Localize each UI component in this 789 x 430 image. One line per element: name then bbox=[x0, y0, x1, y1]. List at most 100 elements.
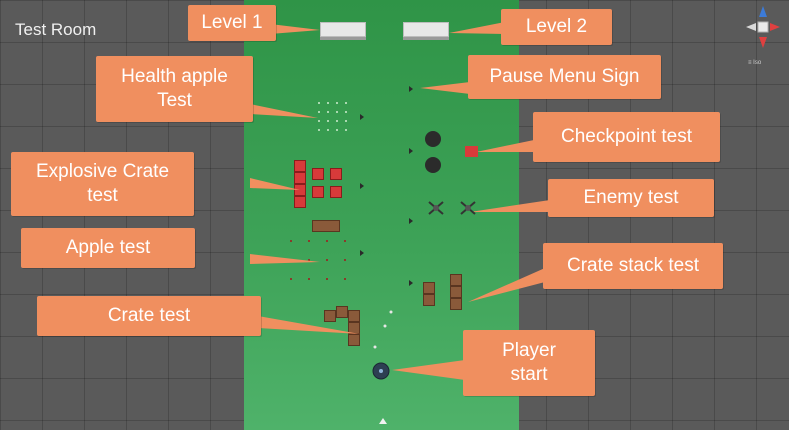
apple bbox=[326, 278, 328, 280]
callout-level-2: Level 2 bbox=[501, 9, 612, 45]
marker-dot bbox=[383, 324, 387, 328]
crate bbox=[324, 310, 336, 322]
callout-apple: Apple test bbox=[21, 228, 195, 268]
sign-marker bbox=[360, 250, 364, 256]
apple bbox=[344, 278, 346, 280]
checkpoint-dark-lower bbox=[425, 157, 441, 173]
crate bbox=[450, 274, 462, 286]
health-apple bbox=[318, 129, 320, 131]
apple bbox=[308, 259, 310, 261]
callout-crate-stack: Crate stack test bbox=[543, 243, 723, 289]
leader-crate bbox=[258, 316, 360, 334]
sign-marker bbox=[409, 280, 413, 286]
callout-explosive-crate: Explosive Crate test bbox=[11, 152, 194, 216]
callout-health-apple: Health apple Test bbox=[96, 56, 253, 122]
leader-explosive-crate bbox=[250, 178, 300, 190]
health-apple bbox=[318, 111, 320, 113]
gizmo-axes bbox=[746, 6, 780, 48]
explosive-crate bbox=[312, 168, 324, 180]
crate bbox=[336, 306, 348, 318]
callout-player-start: Player start bbox=[463, 330, 595, 396]
crate bbox=[450, 286, 462, 298]
callout-crate: Crate test bbox=[37, 296, 261, 336]
apple bbox=[308, 278, 310, 280]
health-apple bbox=[336, 120, 338, 122]
health-apple bbox=[336, 102, 338, 104]
crate bbox=[423, 282, 435, 294]
scene-title: Test Room bbox=[15, 20, 97, 39]
marker-dot bbox=[389, 310, 393, 314]
health-apple bbox=[327, 111, 329, 113]
bottom-marker bbox=[379, 418, 387, 424]
view-orientation-gizmo-icon[interactable] bbox=[738, 0, 788, 72]
health-apple bbox=[327, 120, 329, 122]
callout-crate-stack-text: Crate stack test bbox=[567, 255, 699, 277]
apple bbox=[290, 240, 292, 242]
leader-player-start bbox=[392, 360, 465, 380]
gizmo-caption: ≡ Iso bbox=[748, 60, 762, 66]
sign-marker bbox=[360, 114, 364, 120]
enemy bbox=[460, 201, 476, 215]
level-1-platform[interactable] bbox=[320, 22, 366, 37]
apple bbox=[326, 240, 328, 242]
apple bbox=[308, 240, 310, 242]
sign-marker bbox=[409, 218, 413, 224]
apple bbox=[290, 278, 292, 280]
checkpoint-dark-upper bbox=[425, 131, 441, 147]
marker-dot bbox=[373, 345, 377, 349]
health-apple bbox=[345, 120, 347, 122]
leader-level-1 bbox=[270, 24, 320, 34]
apple bbox=[344, 240, 346, 242]
callout-pause-menu: Pause Menu Sign bbox=[468, 55, 661, 99]
health-apple bbox=[318, 102, 320, 104]
checkpoint-flag bbox=[465, 146, 478, 157]
health-apple bbox=[345, 129, 347, 131]
leader-level-2 bbox=[449, 22, 505, 34]
leader-health-apple bbox=[250, 104, 318, 118]
crate bbox=[450, 298, 462, 310]
explosive-crate bbox=[330, 168, 342, 180]
callout-level-2-text: Level 2 bbox=[525, 16, 588, 38]
enemy bbox=[428, 201, 444, 215]
explosive-crate bbox=[312, 186, 324, 198]
leader-apple bbox=[250, 254, 320, 264]
health-apple bbox=[336, 129, 338, 131]
explosive-crate bbox=[294, 196, 306, 208]
health-apple bbox=[345, 102, 347, 104]
pause-menu-sign[interactable] bbox=[409, 86, 413, 92]
callout-crate-text: Crate test bbox=[107, 305, 191, 327]
explosive-crate bbox=[294, 172, 306, 184]
callout-checkpoint: Checkpoint test bbox=[533, 112, 720, 162]
health-apple bbox=[318, 120, 320, 122]
leader-pause-menu bbox=[420, 82, 470, 94]
callout-checkpoint-text: Checkpoint test bbox=[561, 126, 692, 148]
sign-marker bbox=[409, 148, 413, 154]
leader-checkpoint bbox=[476, 140, 534, 152]
crate bbox=[348, 310, 360, 322]
crate bbox=[348, 334, 360, 346]
callout-level-1-text: Level 1 bbox=[201, 12, 263, 34]
callout-apple-text: Apple test bbox=[65, 237, 151, 259]
player-start-core bbox=[379, 369, 383, 373]
callout-pause-menu-text: Pause Menu Sign bbox=[489, 66, 640, 88]
callout-player-start-text: Player start bbox=[502, 340, 556, 385]
callout-enemy: Enemy test bbox=[548, 179, 714, 217]
callout-level-1: Level 1 bbox=[188, 5, 276, 41]
health-apple bbox=[327, 102, 329, 104]
apple bbox=[326, 259, 328, 261]
leader-crate-stack bbox=[468, 268, 545, 302]
callout-explosive-crate-text: Explosive Crate test bbox=[35, 161, 170, 206]
callout-enemy-text: Enemy test bbox=[583, 187, 679, 209]
crate bbox=[312, 220, 340, 232]
health-apple bbox=[345, 111, 347, 113]
leader-enemy bbox=[470, 200, 550, 212]
explosive-crate bbox=[330, 186, 342, 198]
sign-marker bbox=[360, 183, 364, 189]
level-2-platform[interactable] bbox=[403, 22, 449, 37]
explosive-crate bbox=[294, 160, 306, 172]
apple bbox=[344, 259, 346, 261]
health-apple bbox=[336, 111, 338, 113]
callout-health-apple-text: Health apple Test bbox=[121, 66, 228, 111]
health-apple bbox=[327, 129, 329, 131]
